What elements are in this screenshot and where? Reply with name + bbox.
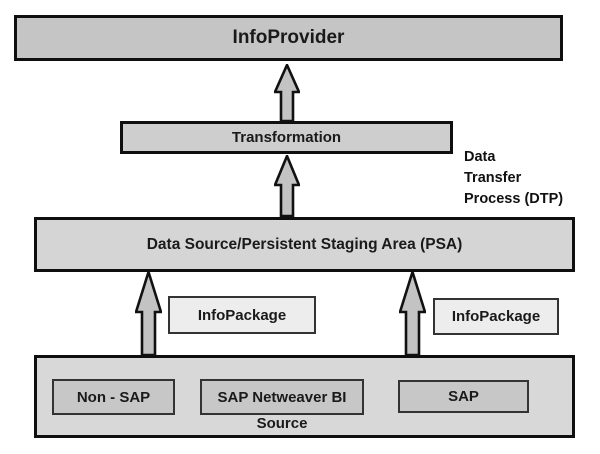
sap-label: SAP — [448, 388, 479, 405]
flow-arrow-source-to-psa-left-icon — [135, 271, 162, 356]
non-sap-box: Non - SAP — [52, 379, 175, 415]
info-package-left-label: InfoPackage — [197, 306, 287, 324]
psa-box: Data Source/Persistent Staging Area (PSA… — [34, 217, 575, 272]
dtp-annotation-line2: Transfer — [464, 170, 522, 186]
source-panel-label: Source — [256, 415, 308, 432]
dtp-annotation-line1: Data — [464, 149, 496, 165]
transformation-label: Transformation — [231, 129, 342, 146]
psa-label: Data Source/Persistent Staging Area (PSA… — [146, 235, 463, 253]
sap-netweaver-bi-box: SAP Netweaver BI — [200, 379, 364, 415]
info-package-right-label: InfoPackage — [451, 308, 541, 325]
dtp-annotation: Data Transfer Process (DTP) — [464, 147, 589, 210]
info-provider-box: InfoProvider — [14, 15, 563, 61]
flow-arrow-psa-to-transformation-icon — [274, 155, 300, 217]
flow-arrow-source-to-psa-right-icon — [399, 271, 426, 356]
sap-netweaver-bi-label: SAP Netweaver BI — [217, 388, 347, 406]
non-sap-label: Non - SAP — [76, 388, 151, 406]
info-package-right-box: InfoPackage — [433, 298, 559, 335]
sap-box: SAP — [398, 380, 529, 413]
info-package-left-box: InfoPackage — [168, 296, 316, 334]
dtp-annotation-line3: Process (DTP) — [464, 191, 564, 207]
transformation-box: Transformation — [120, 121, 453, 154]
info-provider-label: InfoProvider — [232, 27, 345, 48]
flow-arrow-transformation-to-infoprovider-icon — [274, 64, 300, 122]
